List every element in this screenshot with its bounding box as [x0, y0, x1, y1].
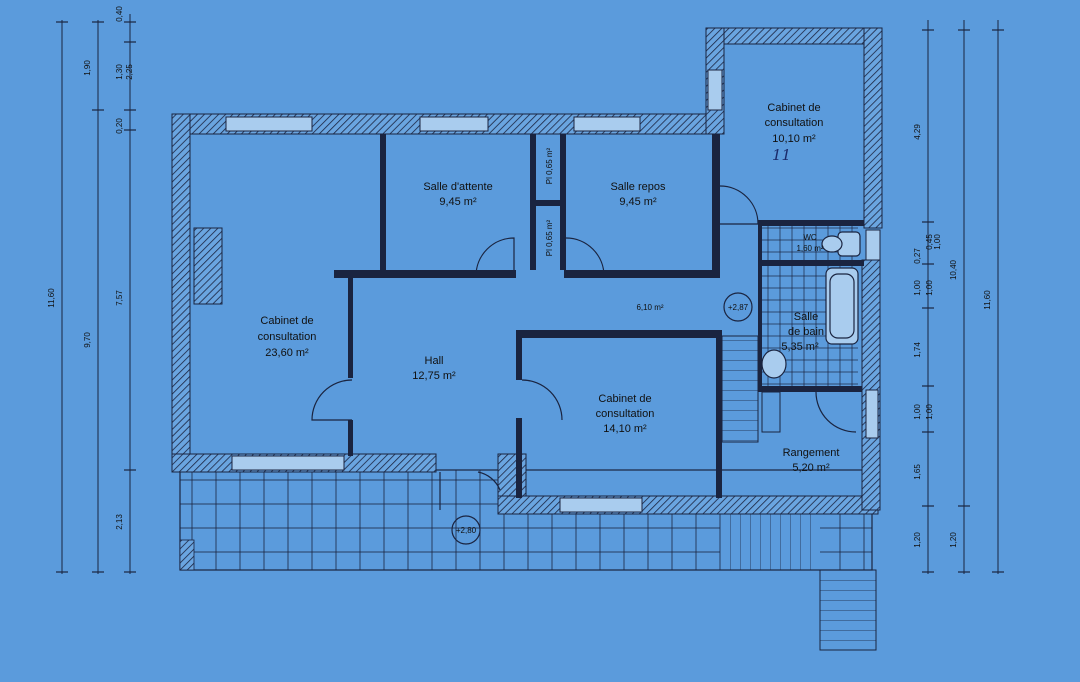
dim-left-total-inner: 9,70 [83, 332, 92, 348]
dim-right-seg: 1,00 [913, 404, 922, 420]
room-salle-attente: Salle d'attente 9,45 m² [423, 181, 492, 208]
room-name: Salle d'attente [423, 181, 492, 193]
level-marker-interior: +2,87 [723, 292, 753, 322]
handwritten-note: 11 [772, 146, 791, 164]
dim-left-total-outer: 11,60 [47, 288, 56, 308]
room-area: 14,10 m² [603, 423, 647, 435]
room-area: 5,35 m² [781, 341, 819, 353]
room-name: consultation [596, 408, 655, 420]
room-placard-2: Pl 0,65 m² [545, 219, 554, 256]
doors [311, 185, 857, 510]
dim-left-seg: 0,20 [115, 118, 124, 134]
room-name: consultation [765, 117, 824, 129]
sink-icon [761, 349, 787, 379]
dim-right-total-outer: 11,60 [983, 290, 992, 310]
room-corridor: 6,10 m² [636, 303, 663, 312]
level-terrace-label: +2,80 [456, 526, 477, 535]
room-area: 12,75 m² [412, 370, 456, 382]
room-name: WC [803, 233, 817, 242]
room-name: Rangement [783, 447, 840, 459]
dim-right-seg: 0,45 [925, 234, 934, 250]
room-name: de bain [788, 326, 824, 338]
dim-right-total-inner: 10,40 [949, 259, 958, 280]
dim-right-seg: 1,00 [933, 234, 942, 250]
room-area: 1,60 m² [796, 244, 823, 253]
room-cabinet-center: Cabinet de consultation 14,10 m² [596, 393, 655, 435]
room-name: Salle [794, 311, 818, 323]
room-name: Salle repos [610, 181, 666, 193]
room-cabinet-top-right: Cabinet de consultation 10,10 m² 11 [765, 102, 824, 164]
room-area: 9,45 m² [439, 196, 477, 208]
room-area: 10,10 m² [772, 133, 816, 145]
room-name: Cabinet de [260, 315, 313, 327]
room-salle-de-bain: Salle de bain 5,35 m² [781, 311, 824, 353]
dim-right-seg: 1,20 [913, 532, 922, 548]
room-name: Hall [425, 355, 444, 367]
windows [193, 69, 881, 513]
bathtub-icon [825, 267, 859, 345]
room-wc: WC 1,60 m² [796, 233, 823, 253]
dim-right-seg: 1,00 [913, 280, 922, 296]
dim-right-seg: 1,74 [913, 342, 922, 358]
interior-walls [334, 134, 864, 498]
dimension-lines-left [56, 14, 136, 574]
dim-left-seg: 1,30 [115, 64, 124, 80]
dim-left-seg: 1,90 [83, 60, 92, 76]
room-area: 5,20 m² [792, 462, 830, 474]
dim-left-seg: 2,13 [115, 514, 124, 530]
room-placard-1: Pl 0,65 m² [545, 147, 554, 184]
dim-left-seg: 7,57 [115, 290, 124, 306]
dim-right-seg: 1,00 [925, 280, 934, 296]
dim-right-seg: 4,29 [913, 124, 922, 140]
room-area: 23,60 m² [265, 347, 309, 359]
room-salle-repos: Salle repos 9,45 m² [610, 181, 666, 208]
terrace [179, 469, 877, 651]
room-cabinet-left: Cabinet de consultation 23,60 m² [258, 315, 317, 359]
dim-right-seg: 1,65 [913, 464, 922, 480]
toilet-icon [821, 231, 861, 257]
room-area: 9,45 m² [619, 196, 657, 208]
room-name: Cabinet de [767, 102, 820, 114]
room-name: consultation [258, 331, 317, 343]
room-hall: Hall 12,75 m² [412, 355, 456, 382]
dim-right-seg: 1,00 [925, 404, 934, 420]
dimension-lines-right [922, 20, 1004, 574]
dim-left-seg: 2,25 [125, 64, 134, 80]
dim-right-seg: 0,27 [913, 248, 922, 264]
room-rangement: Rangement 5,20 m² [783, 447, 840, 474]
dim-right-seg: 1,20 [949, 532, 958, 548]
level-marker-terrace: +2,80 [451, 515, 481, 545]
room-name: Cabinet de [598, 393, 651, 405]
dim-left-seg: 0,40 [115, 6, 124, 22]
level-interior-label: +2,87 [728, 303, 749, 312]
